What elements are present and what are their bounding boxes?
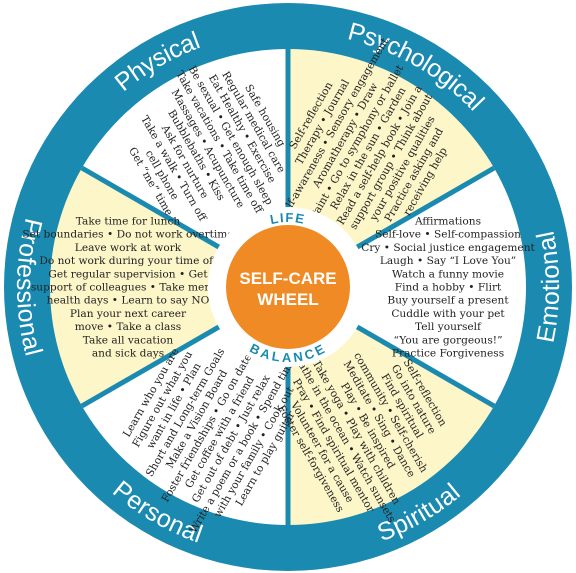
segment-item-line: Buy yourself a present [387,295,509,307]
hub-sun [226,225,350,349]
segment-item-line: and sick days [92,348,164,360]
hub-word-life: LIFE [269,209,308,226]
segment-professional [50,168,288,406]
segment-item-line: support of colleagues • Take mental [31,282,226,294]
segment-item-line: Watch a funny movie [392,268,504,280]
segment-item-line: health days • Learn to say NO [47,295,210,307]
segment-item-line: Cuddle with your pet [391,308,505,320]
segment-item-line: Laugh • Say “I Love You” [380,255,516,267]
segment-item-line: Affirmations [414,216,481,228]
center-hub: SELF-CARE WHEEL LIFE BALANCE [208,207,368,367]
segment-item-line: “You are gorgeous!” [394,334,503,346]
segment-item-line: Take time for lunch [76,216,181,228]
center-title-line2: WHEEL [257,290,318,309]
segment-item-line: Set boundaries • Do not work overtime [22,229,233,241]
segment-item-line: move • Take a class [75,321,181,333]
segment-item-line: Practice Forgiveness [392,348,504,360]
segment-item-line: Tell yourself [415,321,482,333]
segment-item-line: Self-love • Self-compassion [375,229,521,241]
segment-item-line: Leave work at work [75,242,182,254]
segment-item-line: Get regular supervision • Get [48,268,208,280]
segment-title-emotional: Emotional [531,229,565,345]
segment-item-line: Plan your next career [70,308,187,320]
segment-item-line: Take all vacation [83,334,174,346]
segment-emotional [288,168,526,406]
center-title-line1: SELF-CARE [239,269,336,288]
segment-item-line: Find a hobby • Flirt [395,282,502,294]
segment-item-line: Cry • Social justice engagement [361,242,535,254]
segment-item-line: Do not work during your time off [39,255,218,267]
